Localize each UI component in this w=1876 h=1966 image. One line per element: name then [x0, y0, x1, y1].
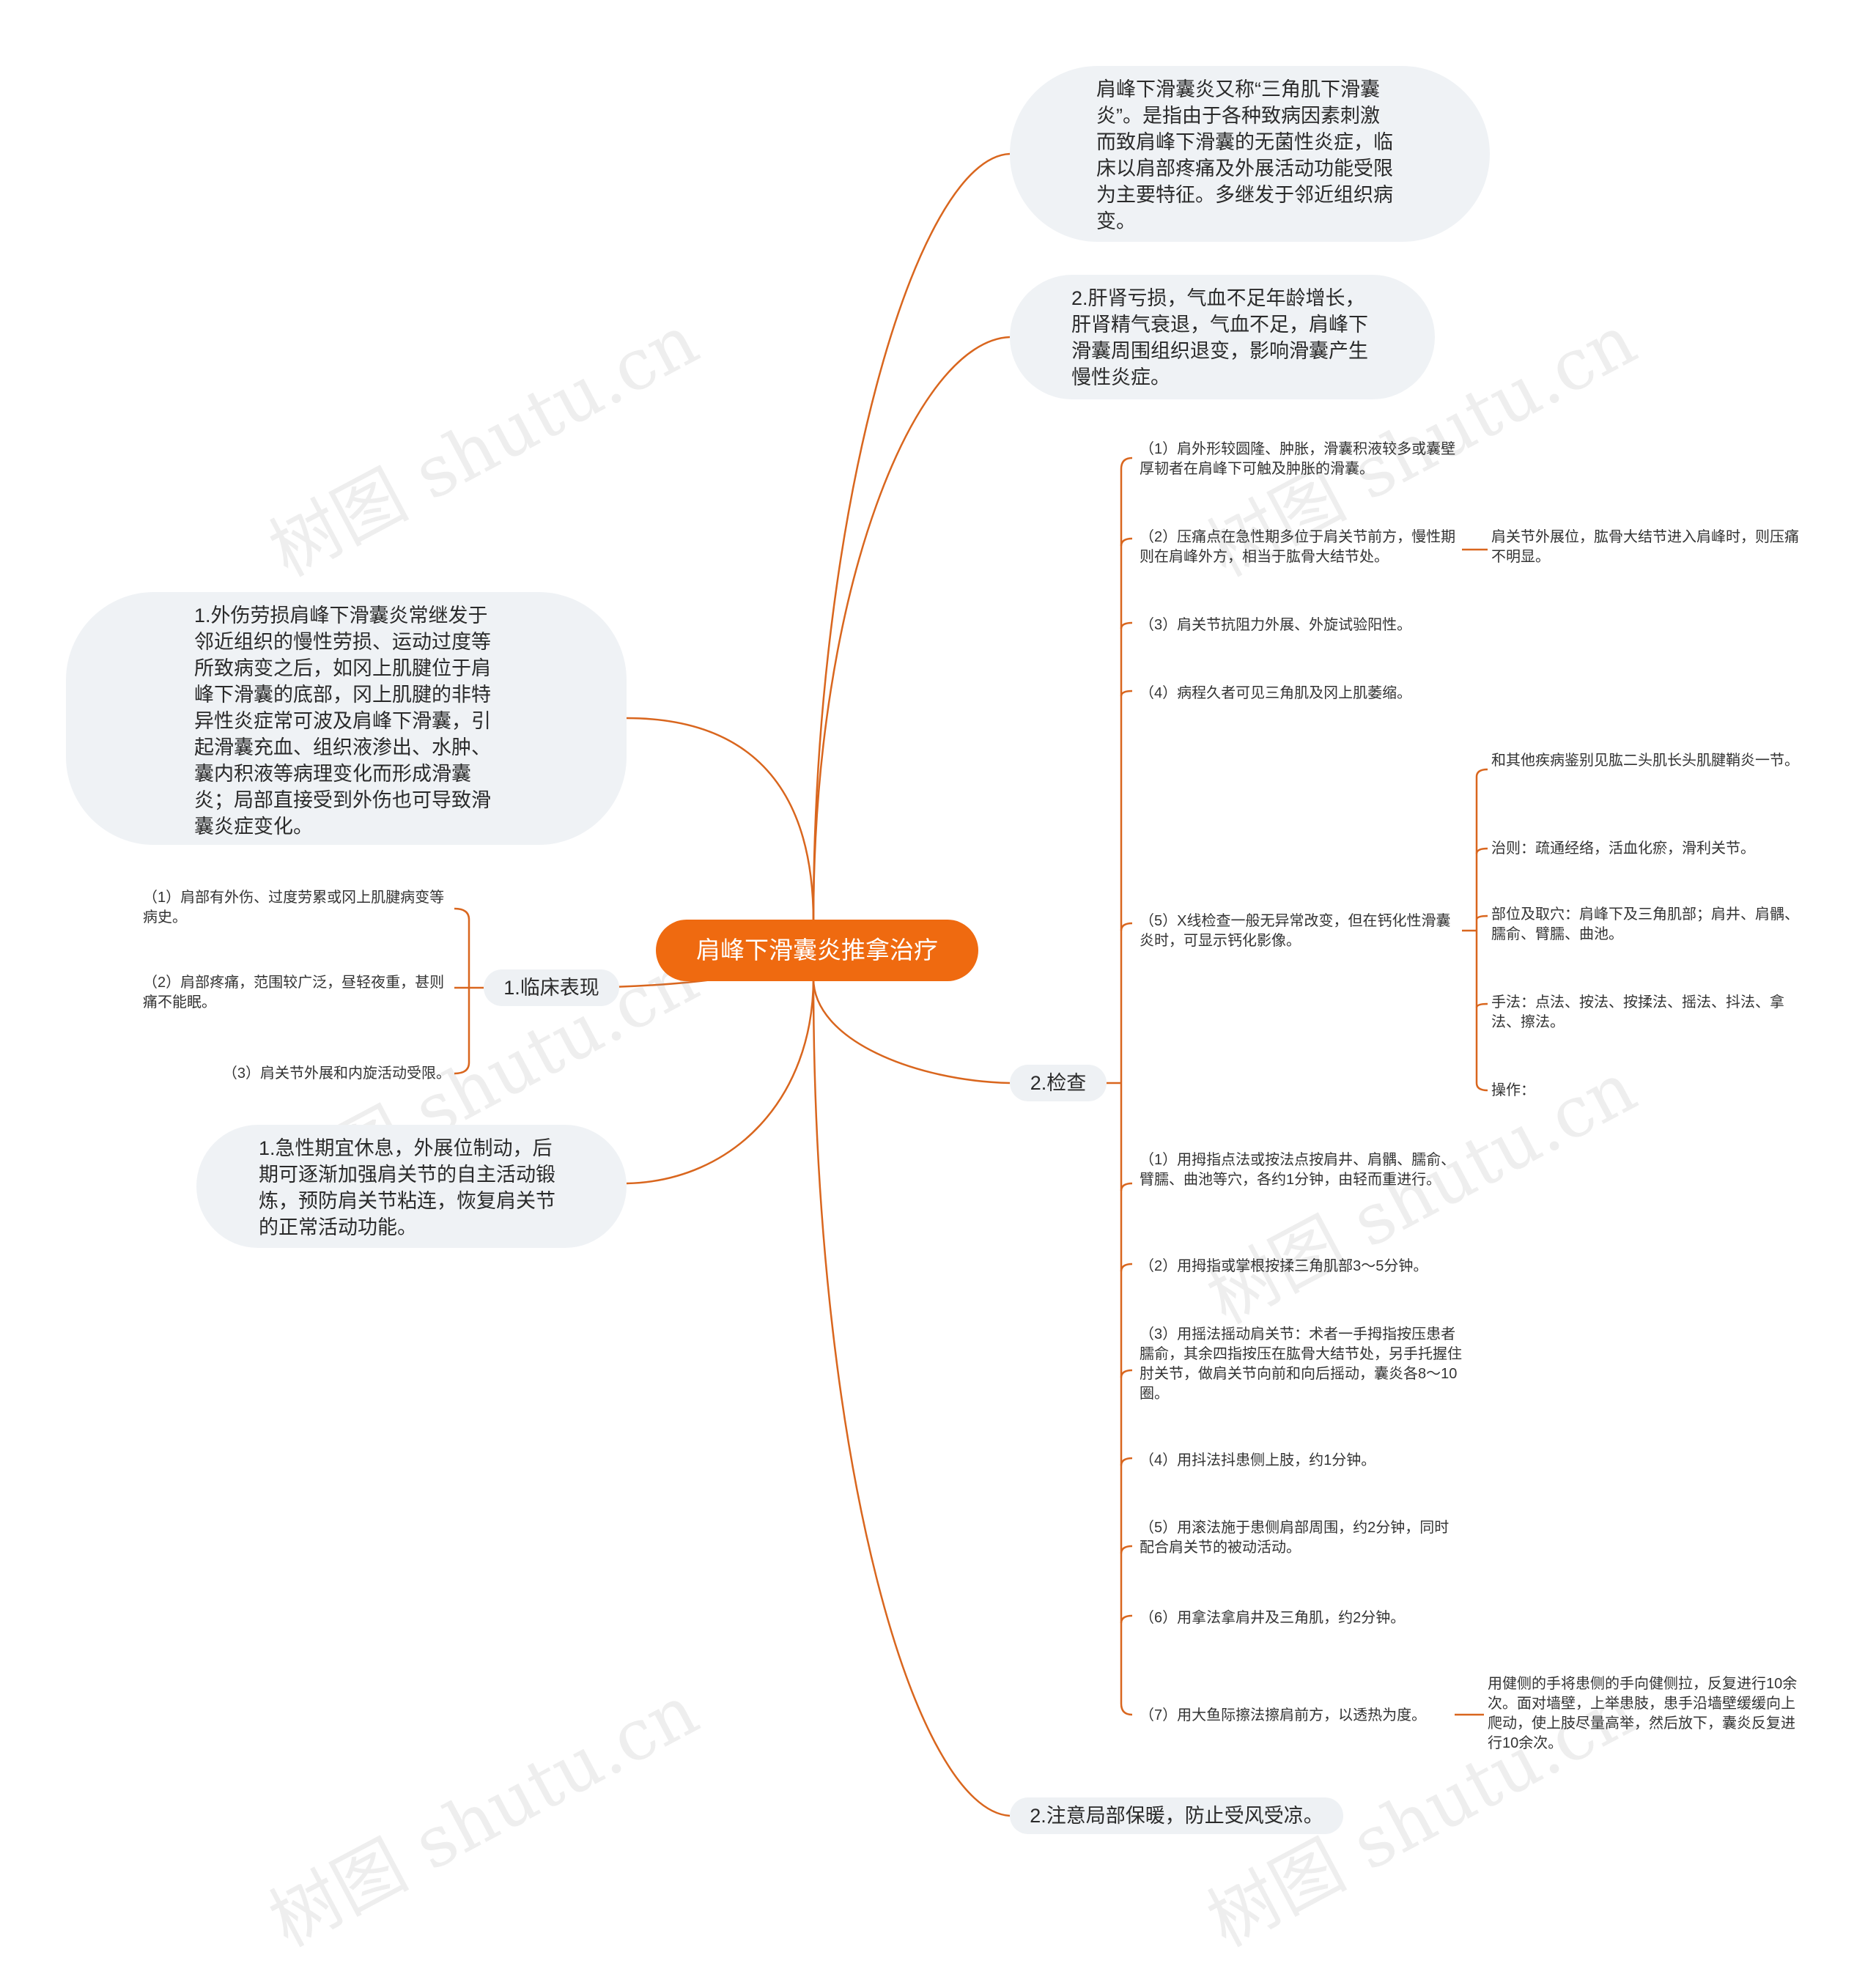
cause1-bubble[interactable]: 1.外伤劳损肩峰下滑囊炎常继发于邻近组织的慢性劳损、运动过度等所致病变之后，如冈…	[66, 592, 627, 845]
exam-item[interactable]: （7）用大鱼际擦法擦肩前方，以透热为度。	[1140, 1707, 1427, 1723]
clinical-item[interactable]: （1）肩部有外伤、过度劳累或冈上肌腱病变等病史。	[143, 890, 445, 925]
xray-child[interactable]: 操作：	[1491, 1082, 1535, 1098]
exam-item[interactable]: （5）X线检查一般无异常改变，但在钙化性滑囊炎时，可显示钙化影像。	[1140, 913, 1451, 949]
pressure-child[interactable]: 肩关节外展位，肱骨大结节进入肩峰时，则压痛不明显。	[1491, 529, 1799, 565]
xray-child[interactable]: 治则：疏通经络，活血化瘀，滑利关节。	[1491, 840, 1755, 857]
xray-child[interactable]: 和其他疾病鉴别见肱二头肌长头肌腱鞘炎一节。	[1491, 753, 1799, 769]
exam-item[interactable]: （5）用滚法施于患侧肩部周围，约2分钟，同时配合肩关节的被动活动。	[1140, 1520, 1450, 1556]
exam-brace	[1120, 457, 1133, 1083]
exam-item[interactable]: （3）用摇法摇动肩关节：术者一手拇指按压患者臑俞，其余四指按压在肱骨大结节处，另…	[1140, 1326, 1462, 1402]
clinical-item[interactable]: （2）肩部疼痛，范围较广泛，昼轻夜重，甚则痛不能眠。	[143, 975, 445, 1010]
link-exam	[812, 978, 1011, 1084]
rub-child[interactable]: 用健侧的手将患侧的手向健侧拉，反复进行10余次。面对墙壁，上举患肢，患手沿墙壁缓…	[1488, 1676, 1798, 1751]
exam-item[interactable]: （1）用拇指点法或按法点按肩井、肩髃、臑俞、臂臑、曲池等穴，各约1分钟，由轻而重…	[1140, 1152, 1456, 1188]
root-topic[interactable]: 肩峰下滑囊炎推拿治疗	[656, 920, 978, 981]
exam-item[interactable]: （4）用抖法抖患侧上肢，约1分钟。	[1140, 1452, 1376, 1468]
link-note	[812, 978, 1011, 1817]
exam-node[interactable]: 2.检查	[1010, 1065, 1107, 1101]
exam-item[interactable]: （4）病程久者可见三角肌及冈上肌萎缩。	[1140, 685, 1412, 701]
exam-brace-lower	[1120, 1083, 1133, 1716]
definition-bubble[interactable]: 肩峰下滑囊炎又称“三角肌下滑囊炎”。是指由于各种致病因素刺激而致肩峰下滑囊的无菌…	[1010, 66, 1490, 242]
xray-child[interactable]: 手法：点法、按法、按揉法、摇法、抖法、拿法、擦法。	[1491, 994, 1784, 1030]
exam-item[interactable]: （6）用拿法拿肩井及三角肌，约2分钟。	[1140, 1610, 1406, 1626]
note-node[interactable]: 2.注意局部保暖，防止受风受凉。	[1010, 1797, 1343, 1834]
link-rest	[626, 978, 815, 1185]
xray-child[interactable]: 部位及取穴：肩峰下及三角肌部；肩井、肩髃、臑俞、臂臑、曲池。	[1491, 906, 1799, 942]
exam-item[interactable]: （2）用拇指或掌根按揉三角肌部3～5分钟。	[1140, 1258, 1428, 1274]
clinical-node[interactable]: 1.临床表现	[484, 969, 619, 1006]
link-cause2	[812, 336, 1011, 923]
exam-item[interactable]: （3）肩关节抗阻力外展、外旋试验阳性。	[1140, 617, 1412, 633]
link-definition	[812, 152, 1011, 923]
rest-bubble[interactable]: 1.急性期宜休息，外展位制动，后期可逐渐加强肩关节的自主活动锻炼，预防肩关节粘连…	[196, 1125, 627, 1248]
exam-item[interactable]: （2）压痛点在急性期多位于肩关节前方，慢性期则在肩峰外方，相当于肱骨大结节处。	[1140, 529, 1456, 565]
cause2-bubble[interactable]: 2.肝肾亏损，气血不足年龄增长，肝肾精气衰退，气血不足，肩峰下滑囊周围组织退变，…	[1010, 275, 1435, 399]
clinical-item[interactable]: （3）肩关节外展和内旋活动受限。	[222, 1065, 451, 1082]
link-cause1	[626, 717, 815, 923]
exam-item[interactable]: （1）肩外形较圆隆、肿胀，滑囊积液较多或囊壁厚韧者在肩峰下可触及肿胀的滑囊。	[1140, 441, 1456, 477]
